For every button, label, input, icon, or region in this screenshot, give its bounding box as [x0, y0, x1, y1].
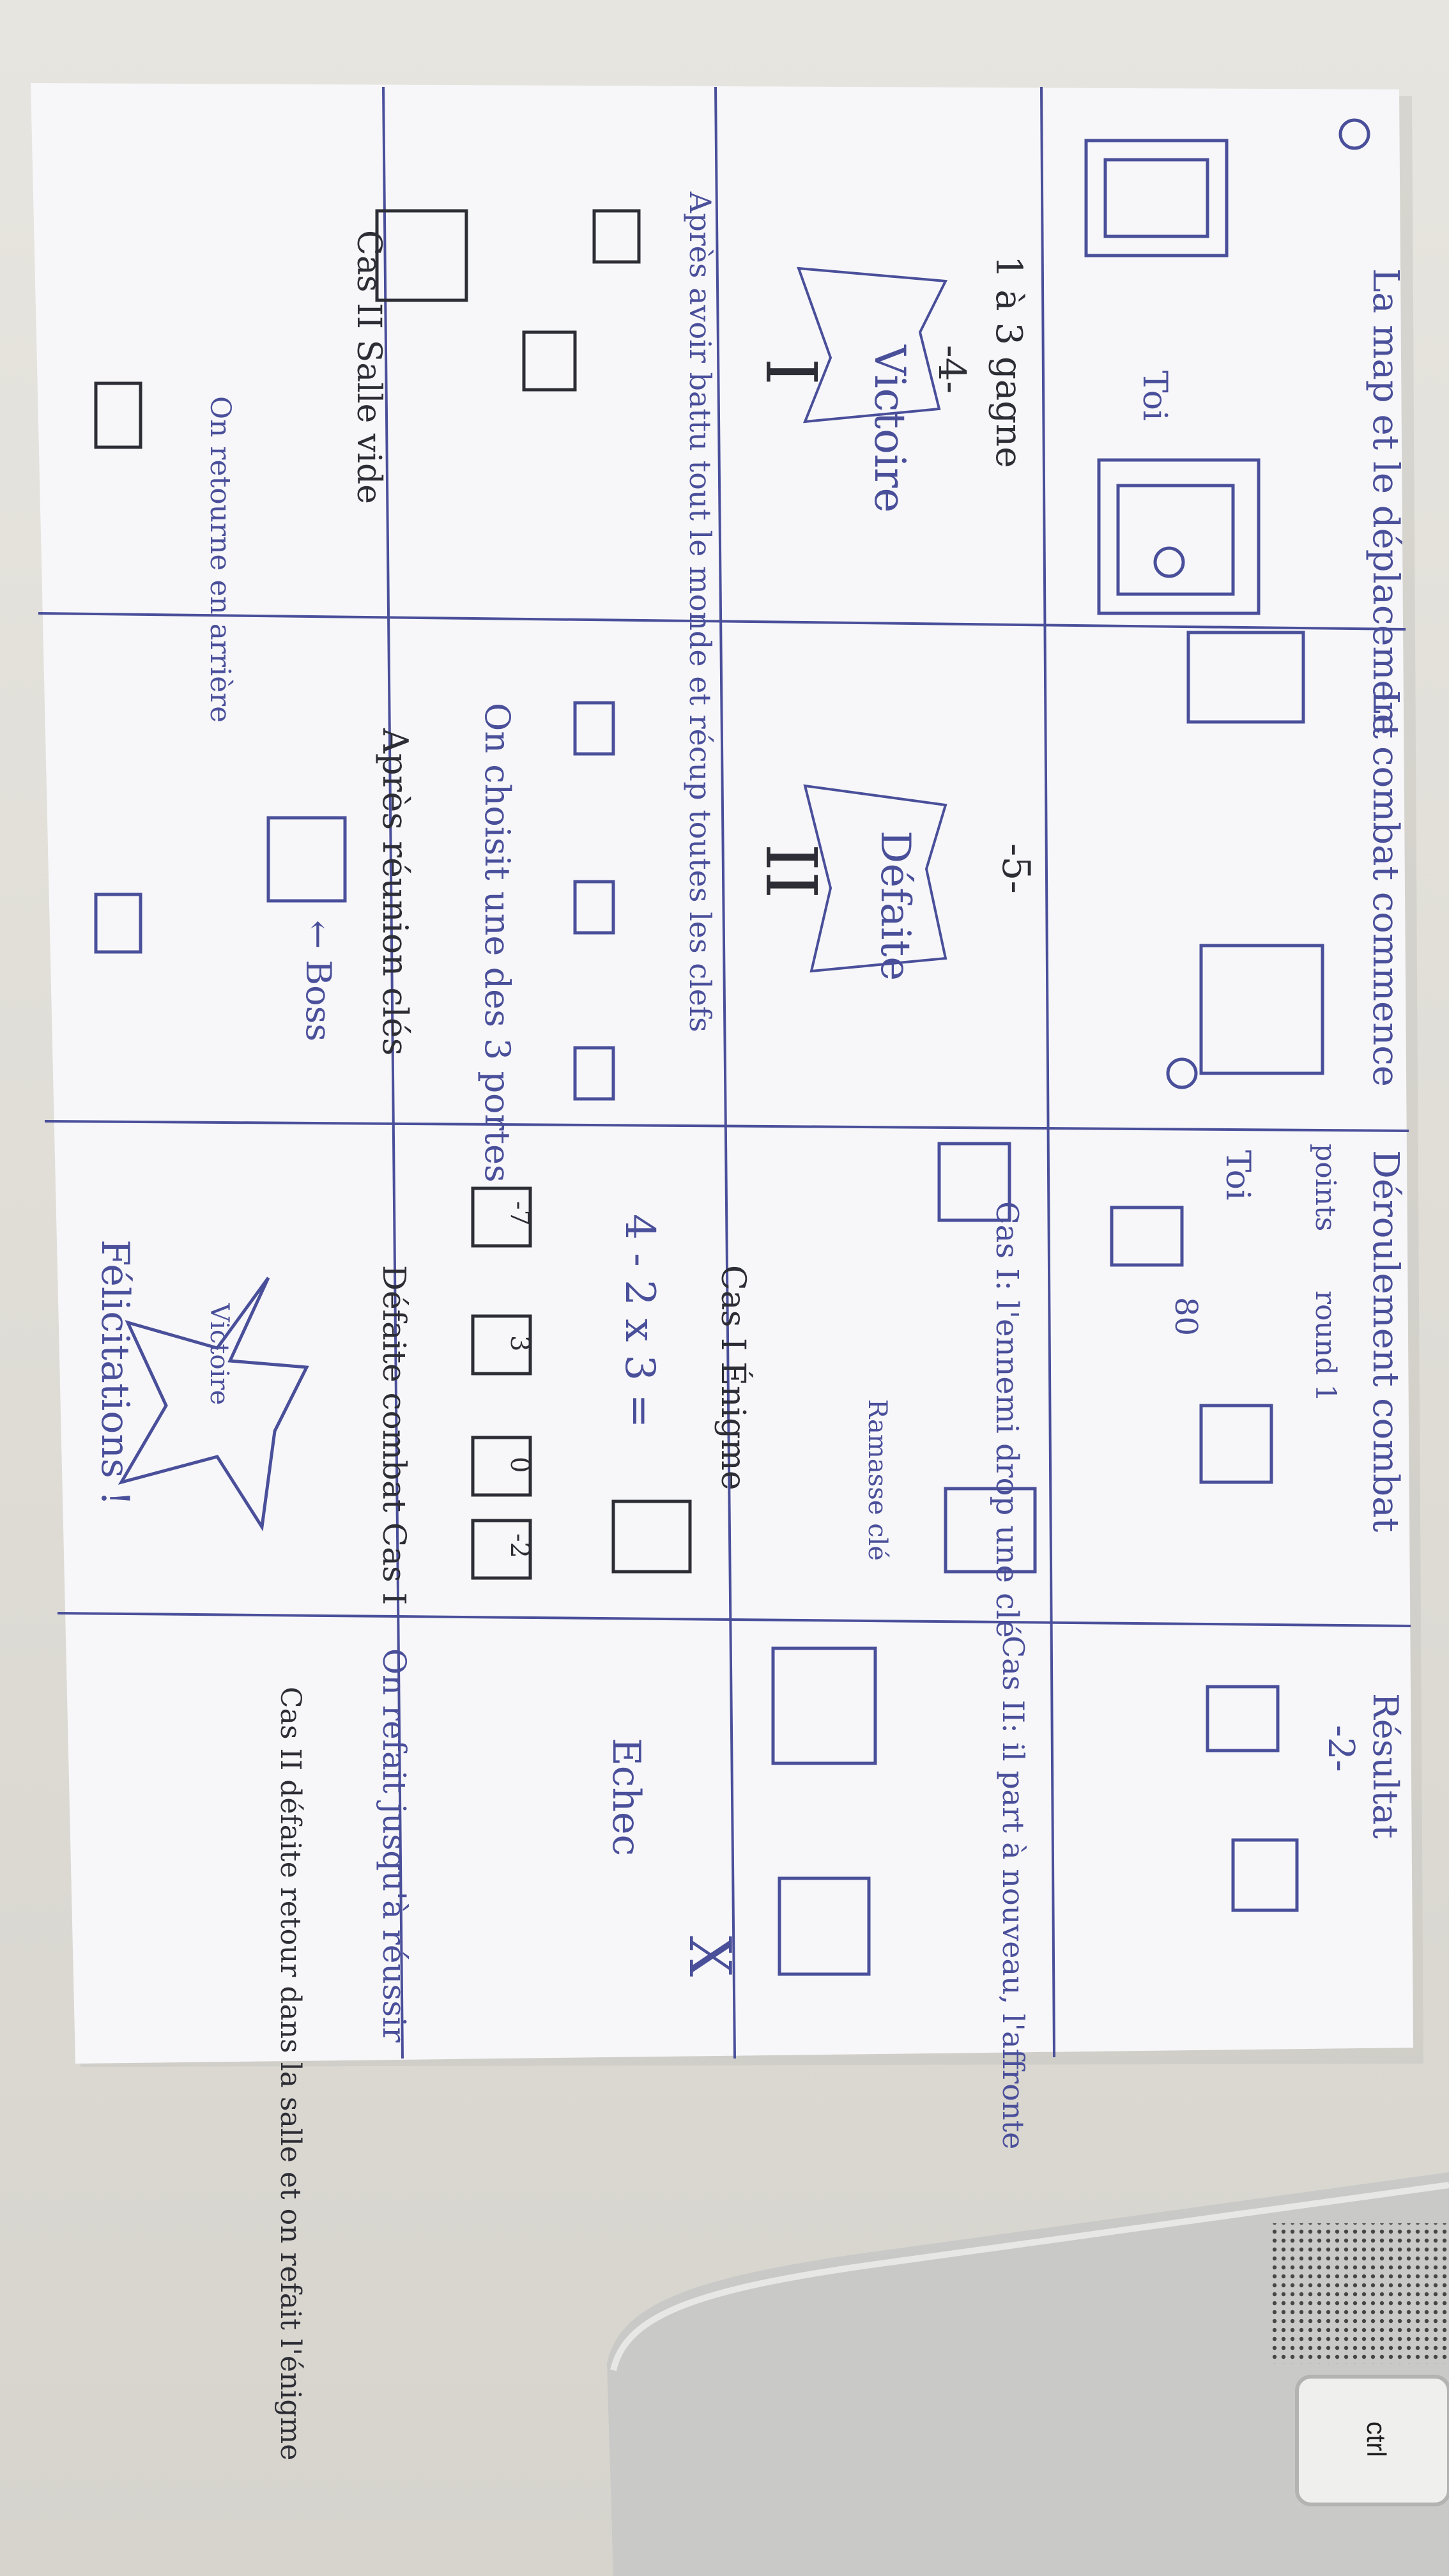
panel-16: On refait jusqu'à réussir Cas II défaite…	[274, 1648, 413, 2460]
ctrl-key[interactable]	[1295, 2375, 1449, 2506]
panel-11-option-c: 0	[505, 1457, 534, 1473]
panel-2-caption: Le combat commence	[1365, 690, 1406, 1087]
panel-5-caption: 1 à 3 gagne	[988, 256, 1029, 468]
panel-1-caption: La map et le déplacement	[1365, 268, 1406, 739]
panel-2: Le combat commence	[1166, 631, 1406, 1089]
panel-6-roman: II	[750, 843, 832, 899]
panel-11-option-a: -7	[505, 1201, 534, 1226]
panel-12-caption: Echec	[604, 1738, 648, 1856]
panel-3-round: round 1	[1309, 1291, 1342, 1402]
panel-3-points: points	[1309, 1144, 1342, 1231]
panel-11-option-d: -2	[505, 1533, 534, 1558]
panel-1: La map et le déplacement Toi	[1084, 118, 1406, 739]
panel-7-caption: Cas I: l'ennemi drop une clé	[989, 1201, 1025, 1638]
panel-11: Cas I Énigme 4 - 2 x 3 = -7 3 0 -2	[471, 1186, 753, 1580]
panel-12: Echec X	[604, 1738, 743, 1977]
panel-11-caption: Cas I Énigme	[714, 1265, 753, 1491]
panel-3: Déroulement combat points round 1 Toi 80	[1110, 1144, 1406, 1533]
panel-9: Après avoir battu tout le monde et récup…	[375, 191, 717, 1032]
panel-5-banner: Victoire	[865, 344, 914, 513]
panel-13-caption: Cas II Salle vide	[349, 230, 388, 504]
panel-8: Cas II: il part à nouveau, l'affronte	[771, 1636, 1031, 2149]
panel-grid	[38, 86, 1411, 2059]
panel-9-caption: Après avoir battu tout le monde et récup…	[683, 191, 717, 1032]
panel-5-roman: I	[750, 358, 832, 385]
panel-16-caption: On refait jusqu'à réussir	[376, 1648, 413, 2043]
panel-6-banner: Défaite	[871, 831, 919, 981]
panel-3-toi: Toi	[1218, 1150, 1257, 1200]
panel-7-pickup: Ramasse clé	[862, 1399, 892, 1561]
panel-15-star-label: Victoire	[204, 1303, 234, 1405]
speaker-grille	[1271, 2223, 1449, 2364]
paper-sheet	[31, 83, 1413, 2064]
ctrl-key-label: ctrl	[1361, 2421, 1392, 2457]
panel-15: Défaite combat Cas I Victoire Félicitati…	[93, 1239, 413, 1605]
panel-6-caption: -5-	[993, 843, 1038, 894]
panel-5-number: -4-	[930, 345, 974, 394]
panel-12-cross: X	[676, 1936, 743, 1977]
panel-11-option-b: 3	[505, 1335, 534, 1351]
laptop: ctrl	[607, 2172, 1449, 2576]
panel-5: 1 à 3 gagne -4- Victoire I	[750, 256, 1029, 513]
panel-4-caption: Résultat	[1365, 1693, 1406, 1839]
panel-4: Résultat -2-	[1206, 1685, 1406, 1912]
panel-14: Après réunion clés ← Boss	[94, 728, 415, 1055]
panel-13: Cas II Salle vide On retourne en arrière	[94, 230, 388, 723]
panel-1-toi: Toi	[1135, 371, 1174, 421]
panel-6: -5- Défaite II	[750, 784, 1038, 981]
panel-15-caption: Défaite combat Cas I	[376, 1265, 413, 1605]
panel-13-note: On retourne en arrière	[204, 396, 236, 723]
panel-16-note: Cas II défaite retour dans la salle et o…	[274, 1687, 307, 2460]
panel-7: Cas I: l'ennemi drop une clé Ramasse clé	[862, 1142, 1037, 1638]
panel-14-boss: ← Boss	[298, 920, 339, 1041]
panel-3-caption: Déroulement combat	[1365, 1150, 1406, 1533]
panel-11-equation: 4 - 2 x 3 =	[616, 1214, 663, 1428]
panel-15-congrats: Félicitations !	[93, 1239, 137, 1506]
panel-10-caption: On choisit une des 3 portes	[477, 703, 518, 1183]
panel-3-score: 80	[1168, 1297, 1204, 1336]
panel-10: On choisit une des 3 portes	[477, 701, 615, 1183]
panel-8-caption: Cas II: il part à nouveau, l'affronte	[996, 1636, 1031, 2149]
panel-4-score: -2-	[1320, 1725, 1361, 1772]
panel-14-caption: Après réunion clés	[375, 728, 415, 1055]
